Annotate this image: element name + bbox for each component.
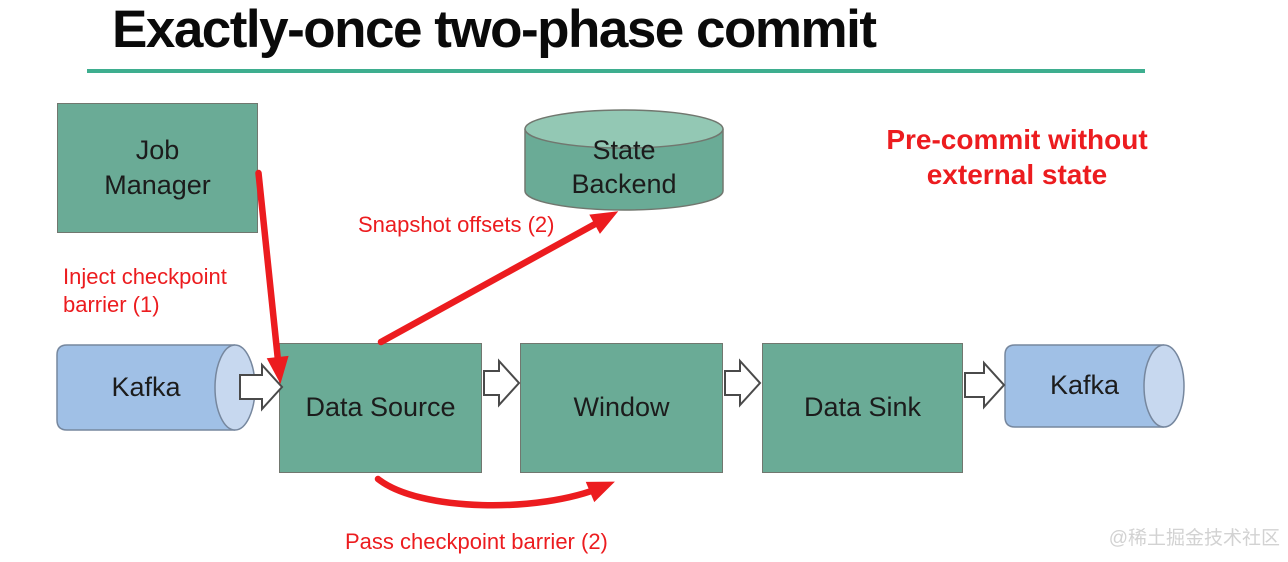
flow-arrow-kafka-to-source bbox=[239, 362, 284, 412]
data-source-node: Data Source bbox=[279, 343, 482, 473]
window-node: Window bbox=[520, 343, 723, 473]
page-title: Exactly-once two-phase commit bbox=[112, 0, 877, 59]
data-sink-label: Data Sink bbox=[803, 392, 922, 423]
watermark: @稀土掘金技术社区 bbox=[1108, 528, 1280, 549]
pass-barrier-annotation: Pass checkpoint barrier (2) bbox=[345, 529, 608, 554]
inject-barrier-annotation: Inject checkpoint barrier (1) bbox=[63, 264, 227, 317]
flow-arrow-sink-to-kafka bbox=[964, 360, 1006, 410]
snapshot-offsets-annotation: Snapshot offsets (2) bbox=[358, 212, 555, 237]
data-source-label: Data Source bbox=[305, 392, 456, 423]
job-manager-label: Job Manager bbox=[104, 134, 211, 200]
pre-commit-annotation: Pre-commit without external state bbox=[886, 124, 1148, 190]
title-underline bbox=[87, 69, 1145, 73]
data-sink-node: Data Sink bbox=[762, 343, 963, 473]
kafka-right-label: Kafka bbox=[1049, 370, 1120, 401]
flow-arrow-window-to-sink bbox=[724, 358, 762, 408]
pass-barrier-arrow bbox=[374, 475, 615, 509]
flow-arrow-source-to-window bbox=[483, 358, 521, 408]
window-label: Window bbox=[573, 392, 670, 423]
kafka-left-label: Kafka bbox=[111, 371, 181, 402]
state-backend-label: State Backend bbox=[571, 135, 677, 199]
job-manager-node: Job Manager bbox=[57, 103, 258, 233]
